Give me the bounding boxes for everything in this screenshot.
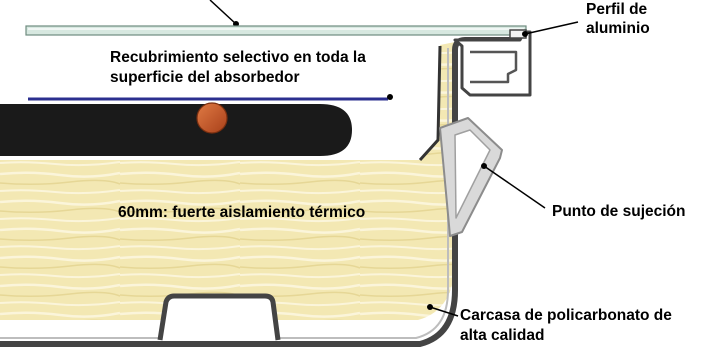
perfil-leader-line: [524, 21, 579, 35]
label-coating-line1: Recubrimiento selectivo en toda la: [110, 49, 366, 66]
insulation-block: [0, 42, 455, 320]
label-coating-line2: superficie del absorbedor: [110, 69, 300, 86]
copper-pipe: [196, 102, 228, 134]
perfil-leader-dot: [522, 31, 528, 37]
absorber-tube: [0, 104, 352, 156]
aluminium-profile: [453, 30, 532, 97]
absorber-box-wall: [418, 45, 442, 162]
clamp-leader-line: [483, 165, 546, 209]
casing-leader-line: [429, 306, 459, 317]
label-perfil-line1: Perfil de: [586, 1, 648, 18]
label-insulation: 60mm: fuerte aislamiento térmico: [118, 204, 366, 221]
casing-inner-line: [0, 48, 449, 339]
label-casing-line2: alta calidad: [460, 327, 545, 344]
aluminium-profile-inner: [470, 50, 518, 84]
label-clamp: Punto de sujeción: [552, 203, 686, 220]
clamp-inner: [454, 129, 491, 219]
coating-leader-dot: [387, 94, 393, 100]
clamp-leader-dot: [481, 163, 487, 169]
casing-foot: [157, 293, 281, 341]
label-casing-line1: Carcasa de policarbonato de: [460, 307, 672, 324]
glass-leader-line: [209, 0, 237, 25]
casing-leader-dot: [427, 304, 433, 310]
glass-cover: [25, 25, 527, 36]
label-perfil-line2: aluminio: [586, 20, 650, 37]
